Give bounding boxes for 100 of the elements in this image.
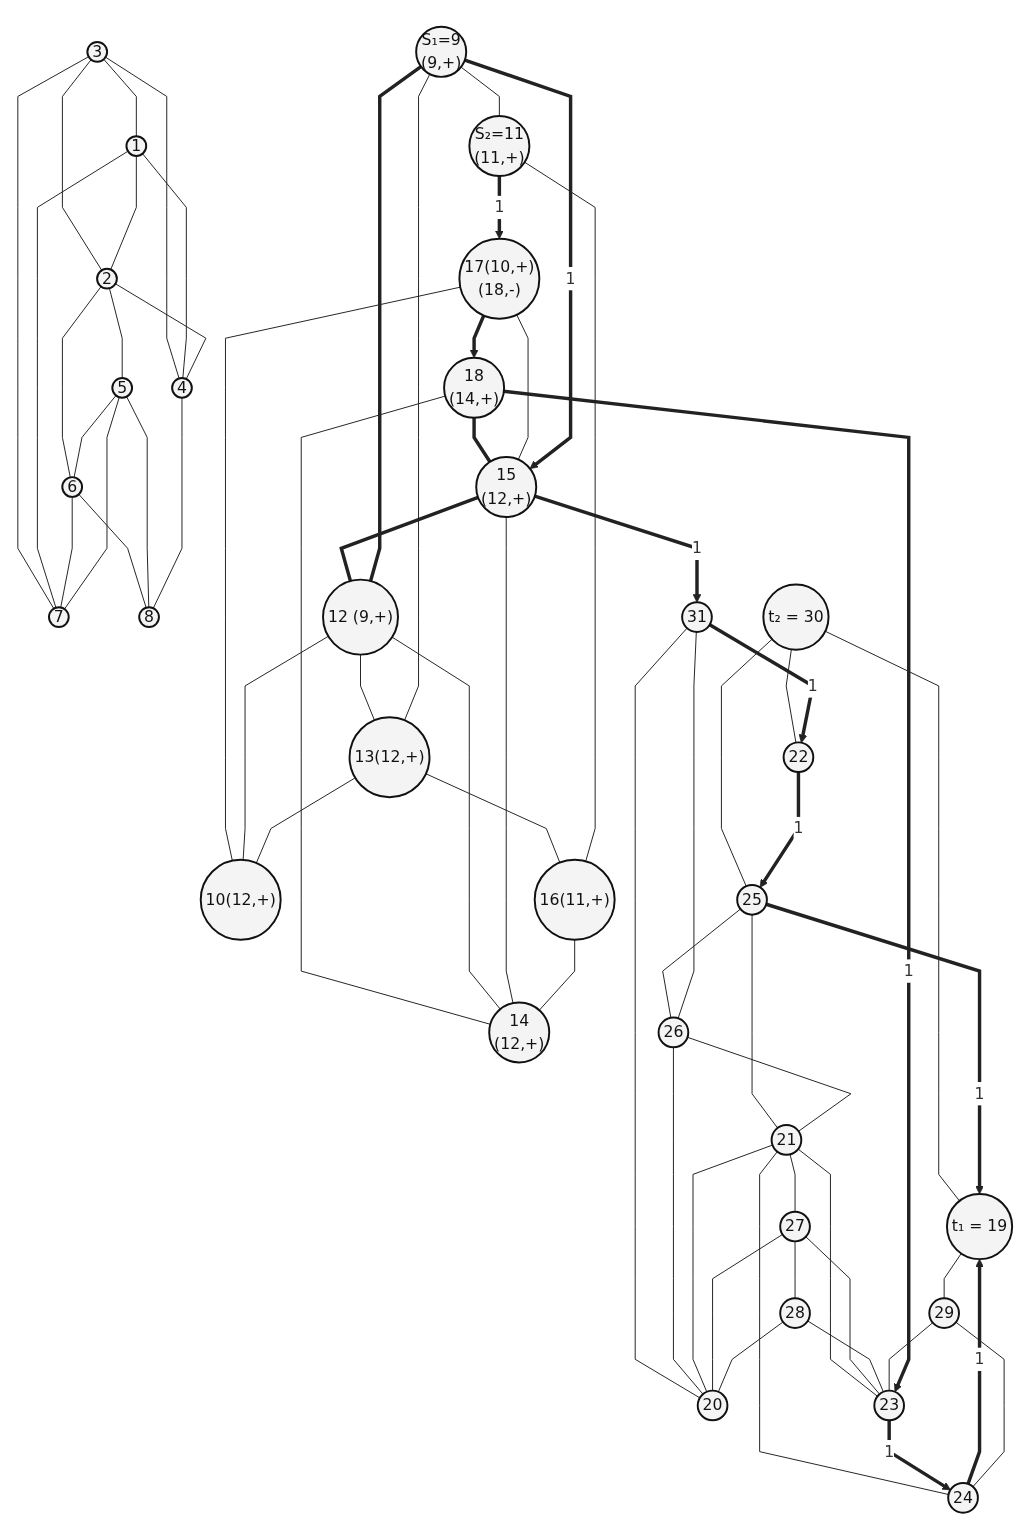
node-circle: 1	[125, 135, 148, 158]
connector	[687, 1037, 852, 1133]
node-circle: S₂=11 (11,+)	[468, 115, 531, 178]
node-circle: 10(12,+)	[199, 859, 282, 941]
connector	[391, 636, 501, 1010]
node-circle: 17(10,+) (18,-)	[458, 237, 541, 320]
connector	[717, 1321, 784, 1393]
node-circle: 18 (14,+)	[443, 357, 506, 420]
node-circle: 2	[96, 268, 118, 290]
connector	[126, 396, 150, 608]
connector	[672, 1047, 704, 1395]
connector	[152, 397, 183, 609]
node-circle: 3	[86, 41, 109, 63]
connector	[110, 155, 137, 271]
node-circle: 20	[696, 1389, 729, 1422]
connector	[300, 395, 491, 1026]
node-circle: 21	[770, 1124, 803, 1156]
arrow	[708, 623, 815, 744]
connector	[339, 496, 479, 582]
connector	[61, 286, 102, 479]
edge-label: 1	[494, 197, 505, 217]
node-circle: 5	[111, 377, 134, 399]
arrow	[534, 494, 702, 603]
connector	[888, 1322, 934, 1392]
connector	[505, 516, 514, 1004]
connector	[634, 627, 701, 1399]
arrow	[887, 1420, 951, 1491]
arrow	[966, 1259, 984, 1485]
connector	[794, 1241, 796, 1299]
connector	[472, 418, 492, 463]
connector	[677, 631, 697, 1020]
node-circle: 22	[782, 741, 815, 774]
connector	[142, 153, 187, 379]
connector	[662, 908, 741, 1019]
node-circle: 13(12,+)	[348, 716, 431, 799]
arrow	[765, 902, 984, 1195]
connector	[524, 162, 596, 863]
node-circle: 6	[61, 476, 84, 499]
connector	[114, 283, 207, 380]
node-circle: 7	[48, 606, 70, 629]
node-circle: 25	[736, 884, 768, 916]
connector	[404, 73, 431, 721]
edge-label: 1	[565, 269, 576, 288]
node-circle: 12 (9,+)	[322, 578, 399, 656]
node-circle: S₁=9 (9,+)	[415, 26, 468, 79]
node-circle: 26	[657, 1016, 690, 1049]
edge-label: 1	[903, 961, 914, 981]
connector	[797, 1148, 878, 1398]
node-circle: 24	[947, 1482, 979, 1514]
connector	[712, 1234, 783, 1392]
connector	[692, 1144, 773, 1393]
edge-label: 1	[807, 676, 818, 695]
edge-label: 1	[974, 1084, 985, 1103]
connector	[225, 286, 461, 862]
node-circle: 4	[171, 377, 193, 399]
arrow	[503, 389, 911, 1393]
edge-label: 1	[692, 538, 702, 558]
connector	[955, 1321, 1005, 1488]
node-circle: 15 (12,+)	[475, 456, 538, 519]
connector	[108, 288, 123, 379]
connector	[255, 777, 356, 864]
connector	[538, 939, 576, 1011]
connector	[943, 1253, 962, 1299]
edge-label: 1	[793, 818, 804, 838]
edge-label: 1	[974, 1349, 985, 1369]
node-circle: 23	[873, 1389, 905, 1422]
connector	[64, 397, 120, 610]
node-circle: 29	[928, 1297, 960, 1330]
connector	[785, 649, 797, 744]
connector	[807, 1320, 884, 1393]
arrow	[759, 772, 801, 888]
connector	[425, 773, 561, 864]
connector	[759, 1151, 950, 1496]
node-circle: 8	[138, 606, 160, 629]
node-circle: 16(11,+)	[533, 859, 616, 941]
connector	[105, 56, 180, 380]
connector	[824, 631, 960, 1202]
node-circle: 27	[779, 1210, 811, 1243]
connector	[460, 66, 500, 117]
node-circle: 31	[681, 601, 713, 634]
connector	[61, 59, 103, 272]
connector	[103, 59, 137, 137]
connector	[17, 56, 90, 610]
connector	[73, 395, 117, 479]
node-circle: 28	[779, 1297, 811, 1330]
connector	[60, 496, 73, 609]
arrow	[469, 315, 486, 359]
connector	[360, 654, 375, 721]
connector	[242, 636, 329, 861]
node-circle: t₁ = 19	[945, 1193, 1014, 1261]
node-circle: t₂ = 30	[762, 583, 830, 651]
connector	[78, 494, 147, 609]
connector	[516, 314, 529, 461]
connector	[751, 914, 779, 1129]
connector	[720, 639, 773, 887]
connector	[36, 151, 129, 609]
connector	[805, 1236, 881, 1395]
arrow	[464, 58, 573, 470]
connector	[368, 65, 422, 582]
edge-label: 1	[884, 1442, 895, 1461]
